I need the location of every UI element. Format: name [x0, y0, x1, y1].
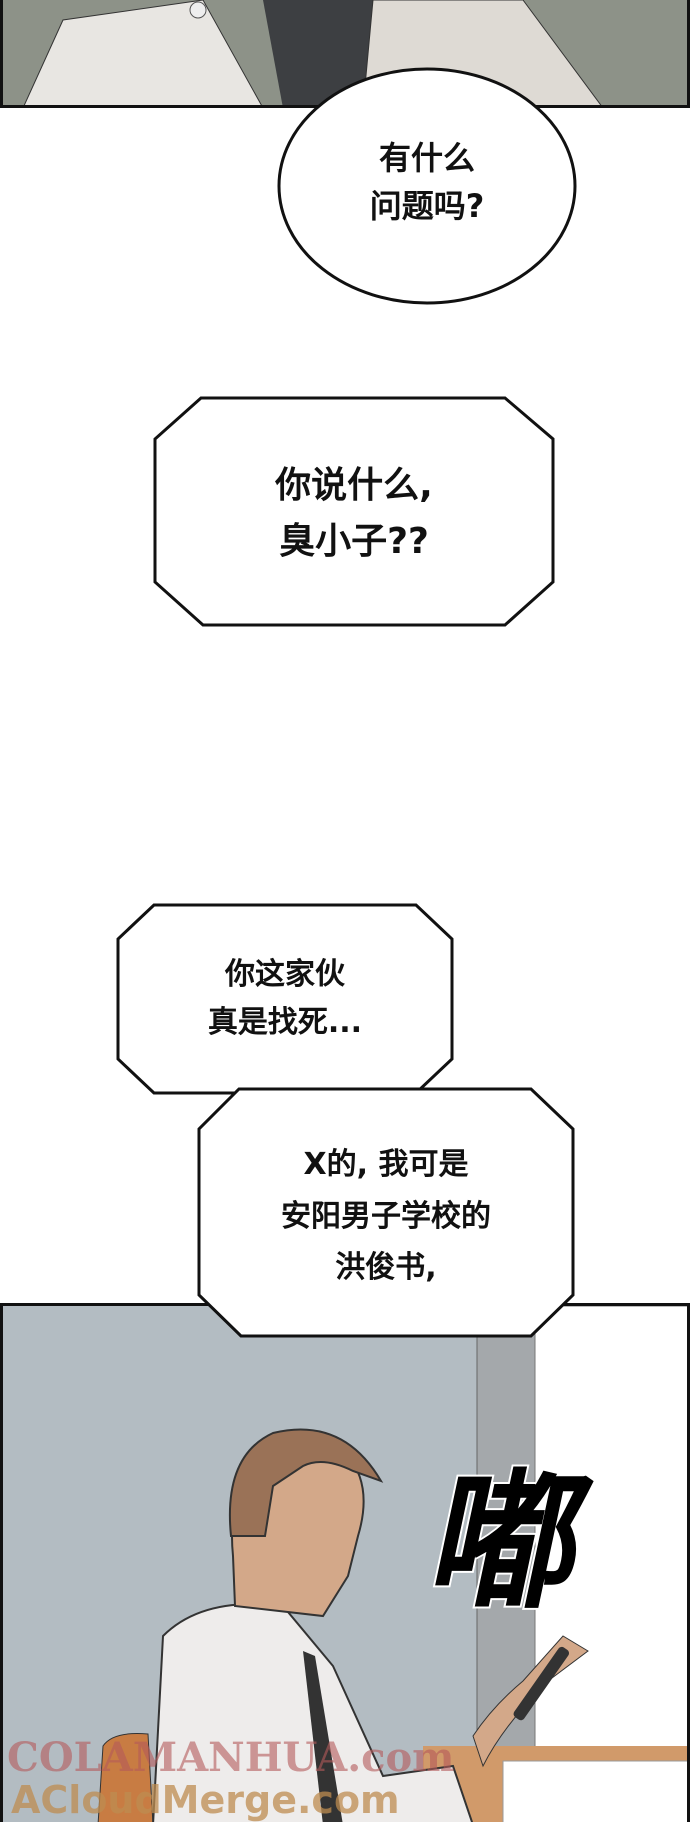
speech-bubble-oval: 有什么 问题吗?: [276, 66, 578, 306]
bubble-line: 真是找死...: [207, 1005, 363, 1040]
student-on-phone-illustration: [97, 1306, 687, 1822]
bubble-line: 有什么: [378, 139, 475, 177]
bubble-line: 你说什么,: [275, 465, 433, 506]
bubble-line: 问题吗?: [369, 187, 485, 225]
watermark-line-2: ACloudMerge.com: [11, 1778, 400, 1822]
bottom-comic-panel: 嘟 COLAMANHUA.com ACloudMerge.com: [0, 1303, 690, 1822]
speech-bubble-octagon: 你说什么, 臭小子??: [153, 396, 555, 628]
bubble-line: 洪俊书,: [335, 1250, 437, 1286]
bubble-line: X的, 我可是: [303, 1147, 469, 1182]
top-comic-panel: [0, 0, 690, 108]
bubble-line: 安阳男子学校的: [281, 1198, 491, 1234]
bubble-line: 臭小子??: [279, 520, 429, 562]
bubble-line: 你这家伙: [225, 957, 345, 992]
speech-bubble-octagon: 你这家伙 真是找死...: [116, 903, 454, 1096]
watermark-line-1: COLAMANHUA.com: [7, 1734, 455, 1781]
speech-bubble-octagon: X的, 我可是 安阳男子学校的 洪俊书,: [197, 1087, 575, 1339]
